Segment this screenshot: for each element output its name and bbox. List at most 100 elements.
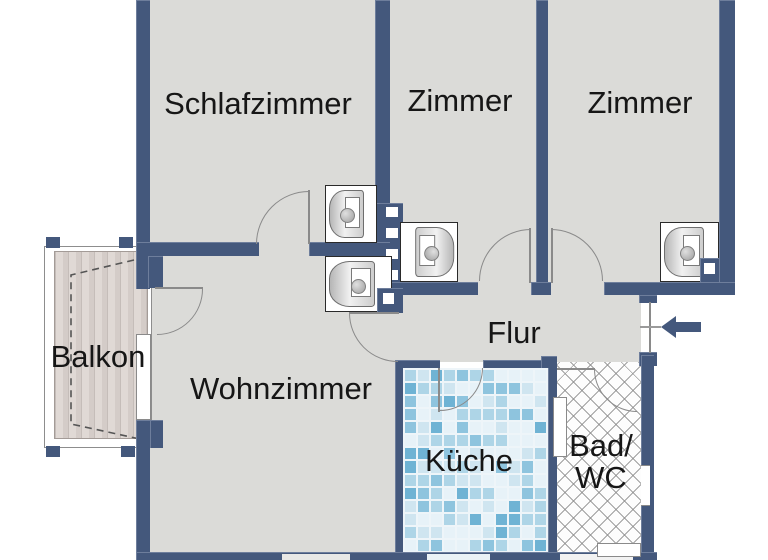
kitchen-tile	[470, 526, 481, 538]
wall	[375, 0, 390, 256]
door-leaf	[557, 368, 595, 370]
kitchen-tile	[522, 461, 533, 473]
door-leaf	[308, 190, 310, 244]
room-label-schlafzimmer: Schlafzimmer	[164, 86, 352, 121]
wall	[395, 360, 403, 553]
kitchen-tile	[509, 448, 520, 460]
kitchen-tile	[457, 500, 468, 512]
kitchen-tile	[457, 526, 468, 538]
kitchen-tile	[522, 422, 533, 434]
balcony-post	[121, 446, 135, 457]
kitchen-tile	[496, 448, 507, 460]
entrance-arrow-icon	[661, 316, 676, 338]
kitchen-tile	[535, 448, 546, 460]
chimney-flue	[383, 293, 394, 304]
kitchen-tile	[470, 409, 481, 421]
kitchen-tile	[522, 383, 533, 395]
wall	[541, 356, 557, 368]
kitchen-tile	[405, 461, 416, 473]
kitchen-tile	[418, 474, 429, 486]
kitchen-tile	[509, 383, 520, 395]
kitchen-tile	[509, 513, 520, 525]
kitchen-tile	[405, 487, 416, 499]
kitchen-tile	[535, 409, 546, 421]
kitchen-tile	[457, 461, 468, 473]
kitchen-tile	[470, 513, 481, 525]
kitchen-tile	[522, 409, 533, 421]
kitchen-tile	[470, 487, 481, 499]
wall	[531, 282, 551, 295]
kitchen-tile	[457, 435, 468, 447]
door-leaf	[551, 228, 553, 283]
room-label-bad-line2: WC	[575, 460, 627, 495]
kitchen-tile	[405, 513, 416, 525]
bath-fixture-left	[553, 397, 567, 457]
kitchen-tile	[483, 461, 494, 473]
kitchen-tile	[457, 474, 468, 486]
balcony-post	[46, 446, 60, 457]
kitchen-tile	[470, 422, 481, 434]
kitchen-tile	[431, 500, 442, 512]
kitchen-tile	[483, 396, 494, 408]
kitchen-tile	[522, 526, 533, 538]
kitchen-tile	[483, 539, 494, 551]
room-label-balkon: Balkon	[50, 339, 146, 374]
kitchen-tile	[418, 487, 429, 499]
kitchen-tile	[522, 500, 533, 512]
kitchen-tile	[470, 461, 481, 473]
oven-symbol	[325, 256, 392, 312]
kitchen-tile	[496, 539, 507, 551]
room-label-flur: Flur	[487, 315, 541, 350]
kitchen-tile	[496, 422, 507, 434]
entrance-arrow-icon	[675, 322, 701, 332]
kitchen-tile	[431, 383, 442, 395]
kitchen-tile	[444, 526, 455, 538]
kitchen-tile	[522, 435, 533, 447]
kitchen-tile	[535, 435, 546, 447]
kitchen-tile	[431, 448, 442, 460]
kitchen-tile	[431, 370, 442, 382]
kitchen-tile	[418, 539, 429, 551]
kitchen-tile	[496, 370, 507, 382]
kitchen-tile	[535, 370, 546, 382]
oven-body	[329, 190, 364, 238]
kitchen-tile	[470, 474, 481, 486]
kitchen-tile	[509, 370, 520, 382]
kitchen-tile	[470, 448, 481, 460]
kitchen-tile	[522, 474, 533, 486]
kitchen-tile	[405, 396, 416, 408]
door-leaf	[529, 228, 531, 283]
kitchen-tile	[457, 448, 468, 460]
kitchen-tile	[405, 409, 416, 421]
kitchen-tile	[431, 526, 442, 538]
kitchen-tile	[535, 383, 546, 395]
kitchen-tile	[483, 409, 494, 421]
kitchen-tile	[483, 500, 494, 512]
wall	[136, 420, 150, 552]
kitchen-tile	[418, 396, 429, 408]
kitchen-tile	[522, 539, 533, 551]
kitchen-tile	[418, 435, 429, 447]
kitchen-tile	[496, 461, 507, 473]
window-bottom	[427, 554, 490, 560]
wall	[548, 360, 557, 553]
kitchen-tile	[483, 435, 494, 447]
room-label-zimmer-links: Zimmer	[407, 83, 513, 118]
kitchen-tile	[535, 526, 546, 538]
wall	[483, 360, 548, 368]
balcony-dashed-outline	[70, 259, 150, 442]
room-label-zimmer-rechts: Zimmer	[587, 85, 693, 120]
kitchen-tile	[496, 474, 507, 486]
door-opening-floor	[259, 242, 309, 257]
kitchen-tile	[470, 435, 481, 447]
wall	[150, 420, 163, 448]
window-bottom	[560, 554, 633, 560]
wall	[639, 295, 657, 303]
balcony-post	[119, 237, 133, 248]
kitchen-tile	[444, 422, 455, 434]
room-label-kueche: Küche	[425, 443, 513, 478]
kitchen-tile	[444, 461, 455, 473]
kitchen-tile	[483, 370, 494, 382]
kitchen-tile	[418, 461, 429, 473]
